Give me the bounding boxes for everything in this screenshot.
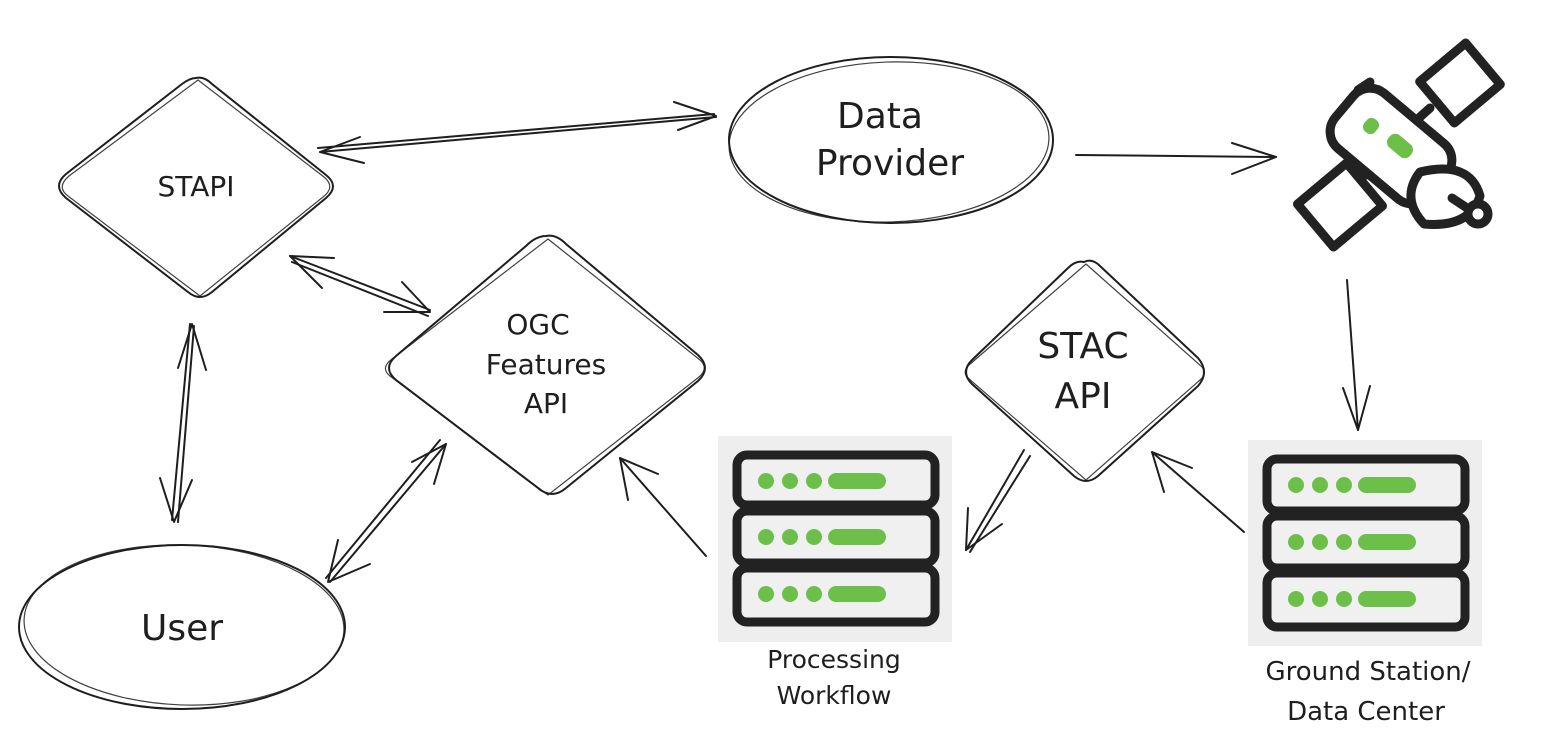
arrow-data-provider-satellite <box>1075 142 1277 175</box>
arrow-ogc-user <box>325 439 447 583</box>
arrow-stapi-user <box>159 323 207 523</box>
data-provider-label-line1: Data <box>837 96 923 137</box>
processing-workflow-label-line2: Workflow <box>777 681 892 710</box>
processing-workflow-label-line1: Processing <box>767 645 901 674</box>
user-label: User <box>141 608 223 649</box>
user-node[interactable]: User <box>18 539 347 710</box>
ground-station-server-icon <box>1248 440 1482 646</box>
stac-label-line1: STAC <box>1037 326 1128 367</box>
data-provider-label-line2: Provider <box>816 143 964 184</box>
stapi-node[interactable]: STAPI <box>58 76 334 298</box>
arrow-stac-processing <box>965 449 1031 553</box>
satellite-icon <box>1292 38 1505 252</box>
ground-station-label-line1: Ground Station/ <box>1265 657 1470 687</box>
processing-workflow-server-icon <box>718 436 952 642</box>
ogc-label-line1: OGC <box>506 308 569 341</box>
arrow-stapi-ogc <box>289 255 431 317</box>
ground-station-label-line2: Data Center <box>1287 697 1445 727</box>
arrow-processing-ogc <box>619 457 707 557</box>
stapi-label: STAPI <box>158 170 235 203</box>
arrow-stapi-data-provider <box>317 101 717 164</box>
stac-api-node[interactable]: STAC API <box>964 259 1205 482</box>
arrow-satellite-ground-station <box>1342 279 1371 431</box>
ogc-features-api-node[interactable]: OGC Features API <box>384 234 706 496</box>
ogc-label-line2: Features <box>486 348 606 381</box>
stac-label-line2: API <box>1055 376 1112 417</box>
data-provider-node[interactable]: Data Provider <box>726 56 1054 227</box>
ogc-label-line3: API <box>524 387 568 420</box>
arrow-ground-station-stac <box>1151 451 1245 533</box>
